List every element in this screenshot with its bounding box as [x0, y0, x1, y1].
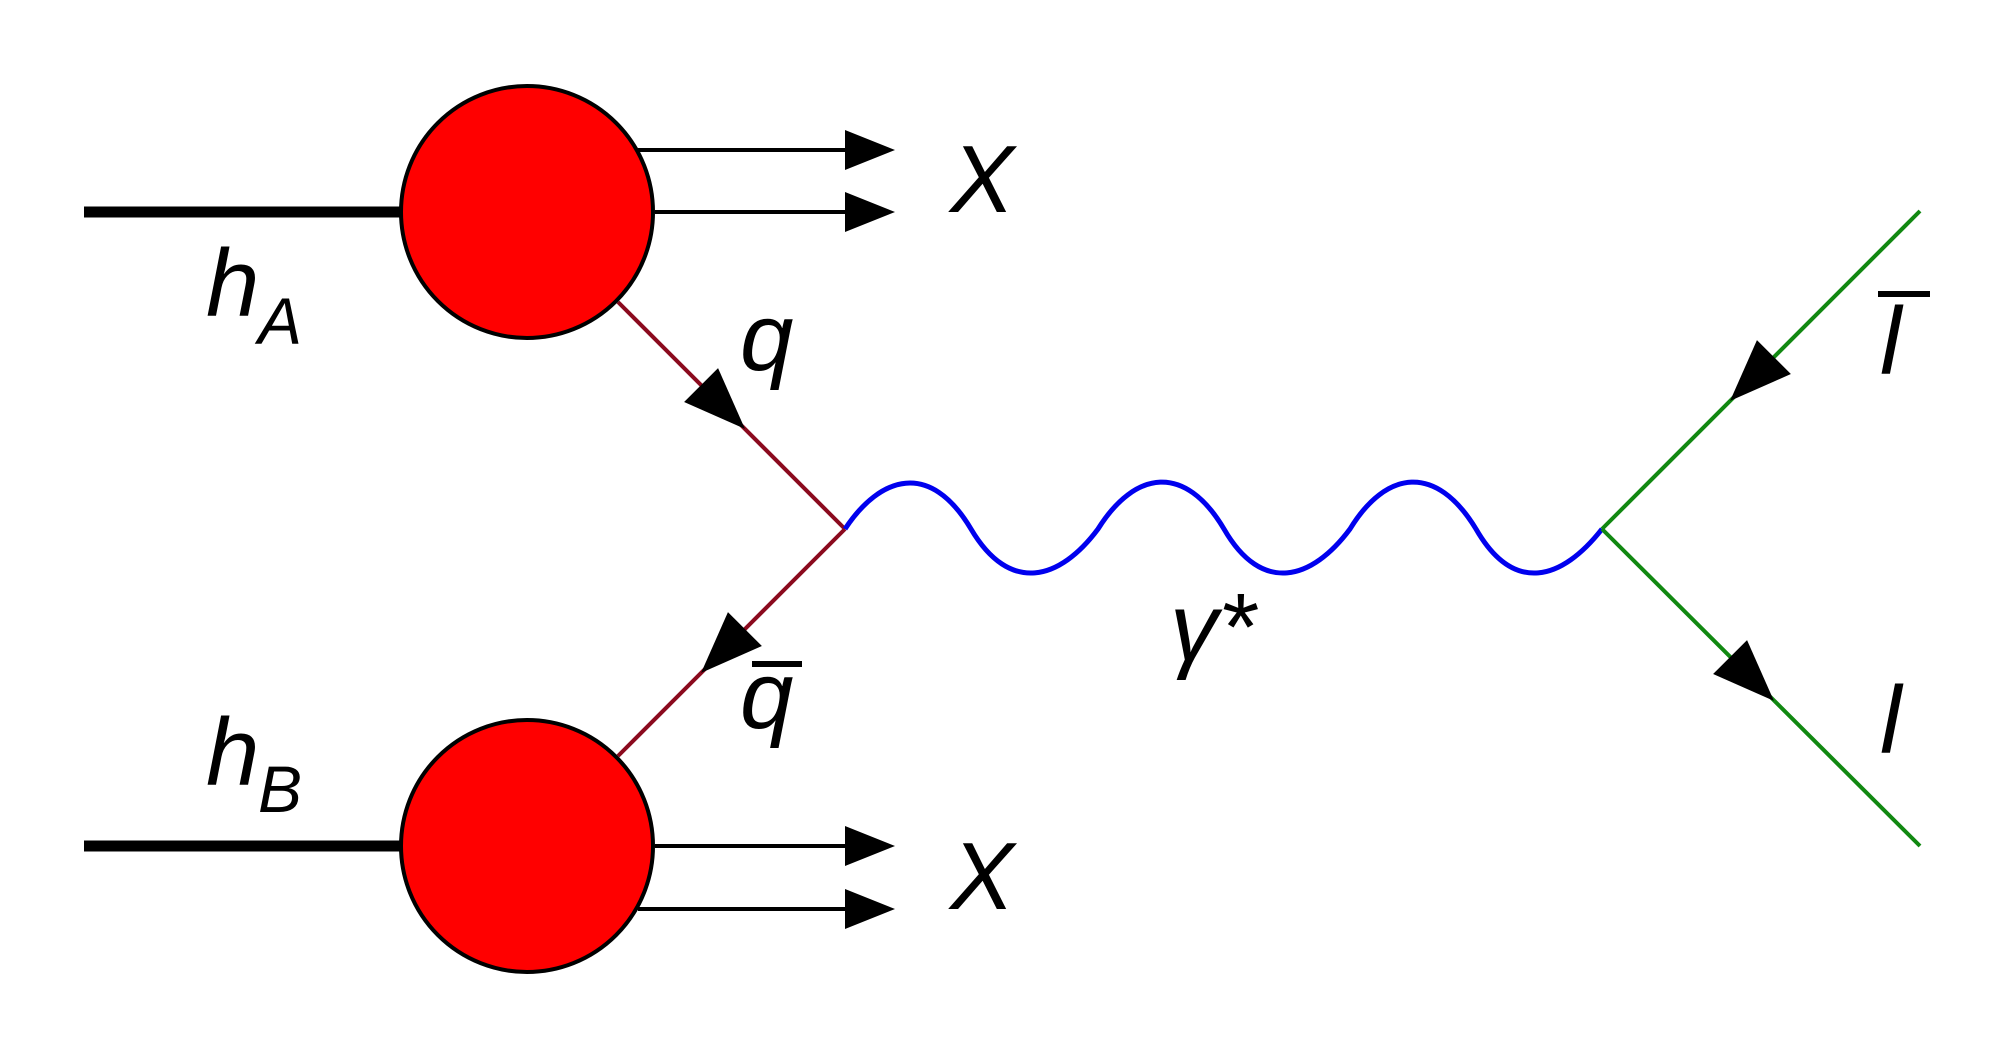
antilepton-label: l [1880, 288, 1904, 395]
remnant-bottom-lines [638, 826, 895, 929]
hadron-b-label: h [206, 699, 259, 806]
antilepton-arrow [1730, 340, 1791, 401]
hadron-a-subscript: A [254, 284, 302, 358]
remnant-top-lines [638, 130, 895, 232]
hadron-b-subscript: B [258, 752, 302, 826]
lepton-arrow [1713, 640, 1774, 701]
hadron-b-blob [399, 718, 655, 974]
photon-line [842, 479, 1604, 576]
hadron-a-blob [399, 84, 655, 340]
lepton-label: l [1880, 667, 1904, 774]
hadron-a-label: h [206, 230, 259, 337]
quark-label: q [740, 284, 793, 391]
quark-arrow [684, 368, 745, 429]
antiquark-label: q [740, 642, 793, 749]
antiquark-arrow [701, 612, 762, 673]
remnant-top-label: X [948, 126, 1018, 233]
remnant-bottom-label: X [948, 823, 1018, 930]
photon-label: γ* [1170, 574, 1258, 681]
